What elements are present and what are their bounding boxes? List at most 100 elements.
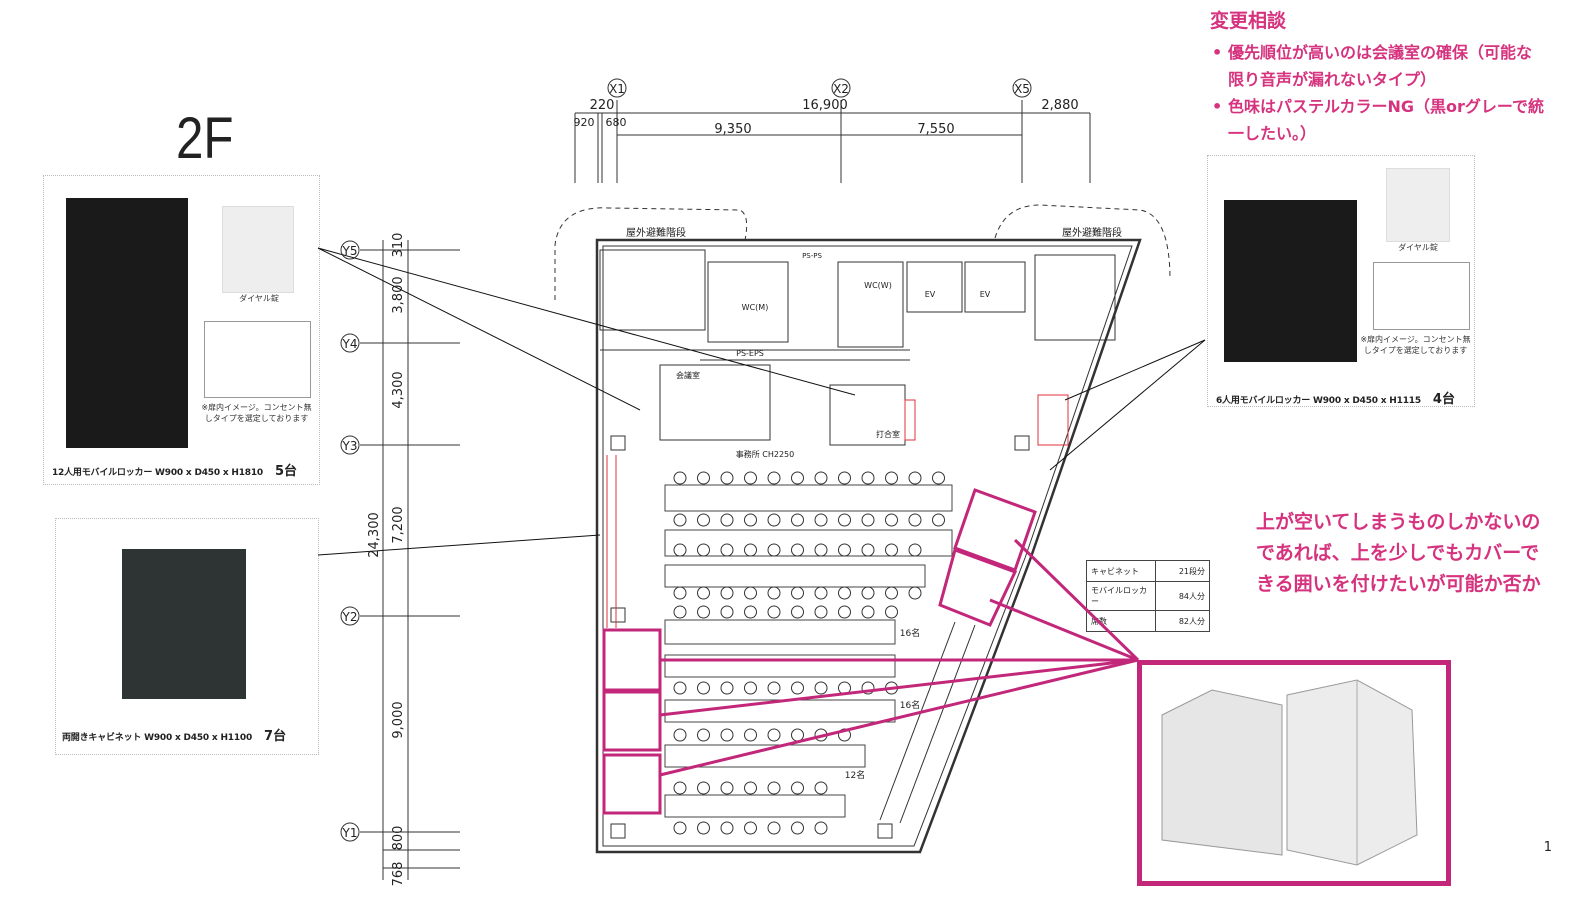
dim: 920 — [574, 116, 595, 129]
chair — [885, 513, 898, 527]
dim: 680 — [606, 116, 627, 129]
chair — [673, 821, 687, 835]
chair — [744, 781, 757, 795]
cell-value: 84人分 — [1155, 581, 1210, 611]
dim: 16,900 — [802, 98, 848, 113]
chair — [697, 728, 710, 742]
notes-title: 変更相談 — [1210, 10, 1287, 32]
chair — [697, 586, 710, 600]
chair — [861, 681, 875, 695]
chair — [744, 471, 757, 485]
chair — [697, 605, 710, 619]
room-label: 事務所 CH2250 — [736, 449, 795, 459]
product-name: 両開きキャビネット W900 x D450 x H1100 — [62, 733, 253, 743]
interior-note: ※扉内イメージ。コンセント無しタイプを選定しております — [201, 403, 312, 423]
chair — [767, 586, 781, 600]
room-label: PS-EPS — [736, 349, 764, 358]
lock-label: ダイヤル錠 — [1398, 243, 1438, 252]
chair — [791, 605, 804, 619]
room-label: EV — [925, 290, 936, 299]
chair — [814, 605, 828, 619]
grid-x2: X2 — [833, 82, 849, 96]
chair — [697, 471, 710, 485]
chair — [697, 513, 710, 527]
chair — [838, 471, 851, 485]
seat-count: 16名 — [900, 699, 920, 711]
chair — [932, 471, 945, 485]
chair — [720, 605, 734, 619]
dial-lock-image — [1386, 168, 1450, 242]
chair — [838, 728, 851, 742]
product-qty: 4台 — [1432, 392, 1455, 407]
chair — [744, 728, 757, 742]
chair — [744, 586, 757, 600]
chair — [720, 513, 734, 527]
floor-label: 2F — [176, 106, 234, 171]
chair — [791, 781, 804, 795]
chair — [720, 728, 734, 742]
seat-count: 16名 — [900, 627, 920, 639]
chair — [720, 471, 734, 485]
locker-image — [1224, 200, 1357, 362]
chair — [767, 605, 781, 619]
chair — [885, 605, 898, 619]
room-label: WC(W) — [864, 281, 892, 290]
dim: 9,000 — [391, 701, 406, 738]
chair — [932, 513, 945, 527]
chair — [673, 728, 687, 742]
chair — [720, 543, 734, 557]
cell-label: モバイルロッカー — [1086, 581, 1156, 611]
dim: 310 — [391, 233, 406, 258]
grid-y5: Y5 — [342, 244, 358, 258]
chair — [767, 543, 781, 557]
chair — [720, 821, 734, 835]
product-card-6-locker: ダイヤル錠 ※扉内イメージ。コンセント無しタイプを選定しております 6人用モバイ… — [1207, 155, 1475, 407]
chair — [673, 681, 687, 695]
chair — [838, 543, 851, 557]
chair — [744, 543, 757, 557]
chair — [720, 781, 734, 795]
product-name: 6人用モバイルロッカー W900 x D450 x H1115 — [1216, 396, 1421, 406]
dim: 24,300 — [367, 512, 382, 558]
chair — [814, 543, 828, 557]
interior-note: ※扉内イメージ。コンセント無しタイプを選定しております — [1360, 335, 1471, 355]
chair — [744, 681, 757, 695]
chair — [767, 471, 781, 485]
chair — [908, 513, 922, 527]
chair — [744, 605, 757, 619]
grid-x1: X1 — [609, 82, 625, 96]
chair — [861, 513, 875, 527]
chair — [720, 681, 734, 695]
chair — [791, 681, 804, 695]
room-label: 屋外避難階段 — [1062, 226, 1122, 239]
booth-photo-frame — [1137, 660, 1451, 886]
product-caption-row: 両開きキャビネット W900 x D450 x H1100 7台 — [62, 725, 286, 744]
cabinet-image — [122, 549, 246, 699]
grid-y4: Y4 — [342, 337, 358, 351]
room-label: 打合室 — [876, 429, 900, 439]
product-qty: 7台 — [264, 729, 287, 744]
chair — [861, 471, 875, 485]
chair — [767, 681, 781, 695]
chair — [814, 513, 828, 527]
chair — [814, 821, 828, 835]
chair — [838, 586, 851, 600]
chair — [744, 821, 757, 835]
product-qty: 5台 — [274, 464, 298, 479]
chair — [744, 513, 757, 527]
chair — [791, 513, 804, 527]
chair — [885, 586, 898, 600]
grid-y3: Y3 — [342, 439, 358, 453]
locker-image — [66, 198, 188, 448]
dim: 4,300 — [391, 371, 406, 408]
dim: 2,880 — [1041, 98, 1078, 113]
product-name: 12人用モバイルロッカー W900 x D450 x H1810 — [52, 468, 263, 478]
dim: 7,550 — [917, 122, 954, 137]
room-label: EV — [980, 290, 991, 299]
product-card-12-locker: ダイヤル錠 ※扉内イメージ。コンセント無しタイプを選定しております 12人用モバ… — [43, 175, 320, 485]
grid-y2: Y2 — [342, 610, 358, 624]
dim: 768 — [391, 862, 406, 887]
room-label: PS-PS — [802, 252, 822, 260]
